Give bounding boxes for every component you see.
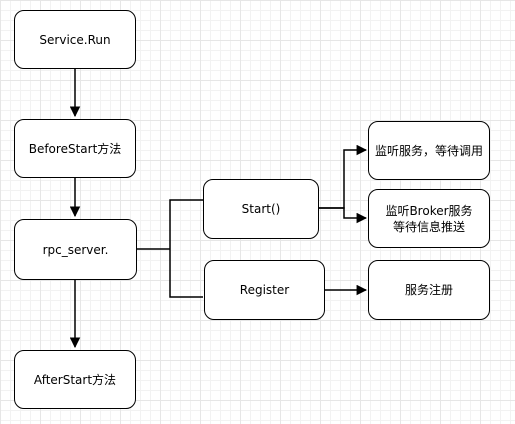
edge-start-listen-broker <box>319 207 368 224</box>
node-listen-broker: 监听Broker服务等待信息推送 <box>368 189 490 248</box>
node-service-run: Service.Run <box>14 10 136 69</box>
node-rpc-server: rpc_server. <box>14 219 137 280</box>
node-before-start: BeforeStart方法 <box>14 119 136 178</box>
edge-bracket-start <box>169 199 203 298</box>
node-service-register: 服务注册 <box>368 260 490 320</box>
node-start: Start() <box>203 179 319 239</box>
node-after-start: AfterStart方法 <box>14 350 136 409</box>
node-listen-service: 监听服务，等待调用 <box>368 121 490 180</box>
node-register: Register <box>204 260 325 320</box>
edge-start-listen-service <box>319 144 368 209</box>
